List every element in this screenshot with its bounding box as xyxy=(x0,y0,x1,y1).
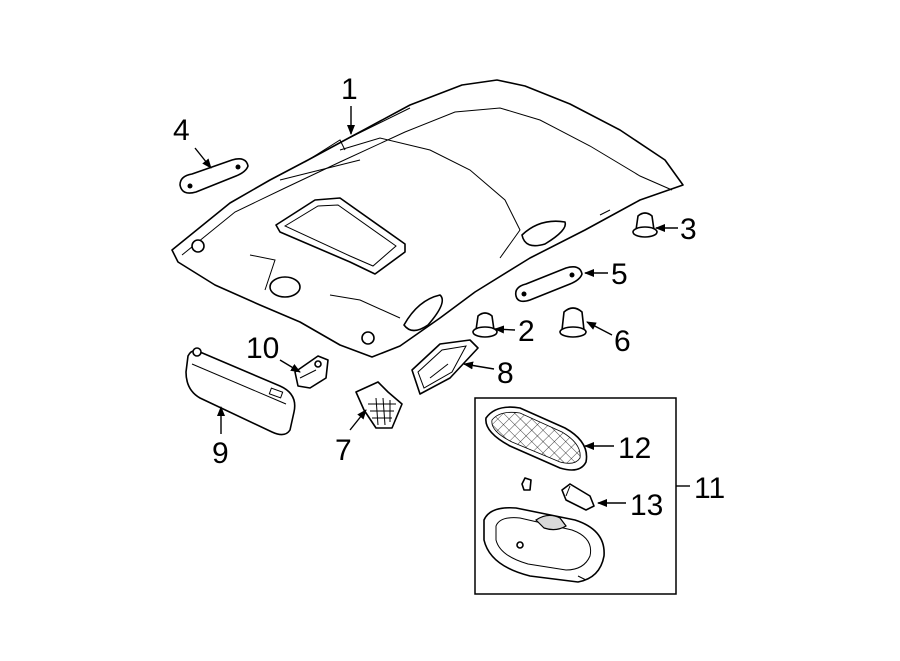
callout-5: 5 xyxy=(584,258,628,291)
callout-number: 12 xyxy=(618,432,651,465)
assembly-box xyxy=(474,397,677,595)
clip-part-2 xyxy=(472,312,498,338)
sun-visor xyxy=(185,347,296,436)
lens-part-12 xyxy=(485,406,588,471)
overhead-console xyxy=(411,339,479,395)
callout-8: 8 xyxy=(463,357,514,390)
callout-number: 8 xyxy=(497,357,514,390)
callout-10: 10 xyxy=(246,332,301,373)
clip-part-3 xyxy=(632,212,658,238)
callout-number: 1 xyxy=(341,73,358,106)
callout-number: 4 xyxy=(173,114,190,147)
callout-number: 2 xyxy=(518,315,535,348)
callout-12: 12 xyxy=(584,432,651,465)
grille-part-7 xyxy=(355,381,403,429)
callout-2: 2 xyxy=(494,315,535,348)
callout-4: 4 xyxy=(173,114,212,169)
callout-number: 7 xyxy=(335,434,352,467)
callout-number: 6 xyxy=(614,325,631,358)
callout-1: 1 xyxy=(341,73,358,135)
callout-13: 13 xyxy=(597,489,663,522)
callout-number: 9 xyxy=(212,437,229,470)
callout-number: 10 xyxy=(246,332,279,365)
small-clip-part xyxy=(521,477,532,491)
callout-3: 3 xyxy=(655,213,697,246)
visor-bracket xyxy=(294,355,329,389)
callout-7: 7 xyxy=(335,409,367,467)
callout-6: 6 xyxy=(586,321,631,358)
callout-11: 11 xyxy=(676,472,725,505)
callout-number: 3 xyxy=(680,213,697,246)
retainer-part-6 xyxy=(559,307,587,338)
callout-number: 5 xyxy=(611,258,628,291)
callout-number: 13 xyxy=(630,489,663,522)
callout-9: 9 xyxy=(212,406,229,470)
grab-handle-rear xyxy=(179,158,249,194)
grab-handle-front xyxy=(514,266,583,303)
headliner-part xyxy=(171,79,684,358)
callout-number: 11 xyxy=(694,472,725,505)
lamp-housing xyxy=(483,506,605,583)
bulb-part-13 xyxy=(561,483,595,511)
